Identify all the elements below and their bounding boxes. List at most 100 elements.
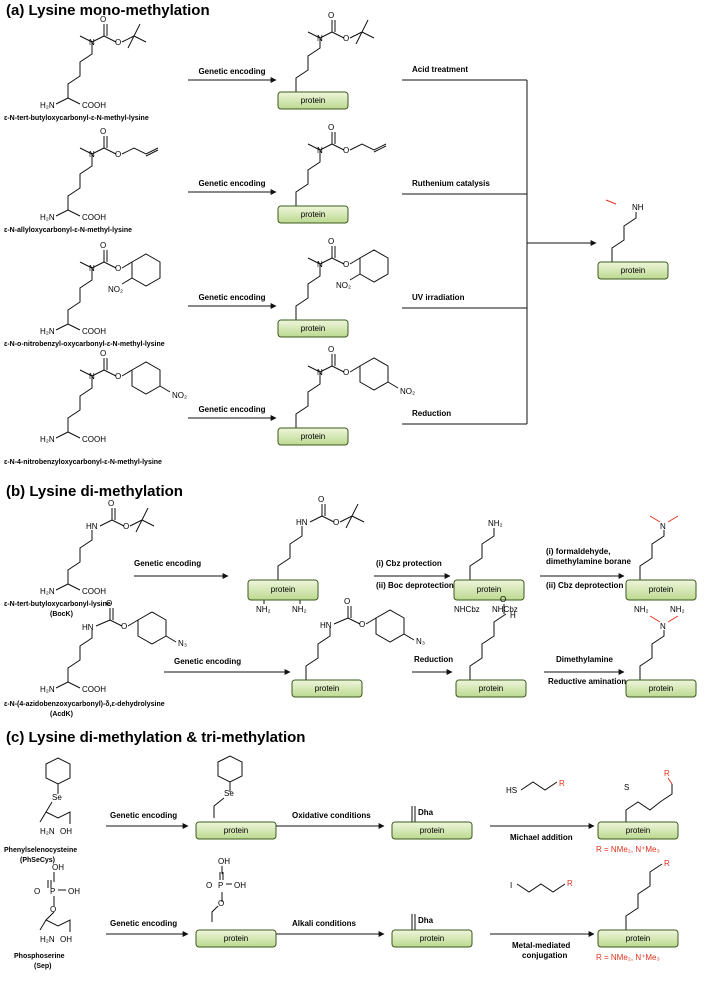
svg-text:protein: protein — [224, 934, 248, 943]
compound-a4 — [55, 358, 171, 439]
r-definition-c1: R = NMe₂, N⁺Me₃ — [596, 845, 660, 854]
svg-text:NH₂: NH₂ — [634, 605, 649, 614]
svg-text:O: O — [343, 368, 349, 377]
svg-text:H₂N: H₂N — [40, 435, 55, 444]
svg-text:OH: OH — [60, 935, 72, 944]
intermediate-c1b — [411, 806, 416, 822]
svg-text:COOH: COOH — [82, 101, 106, 110]
svg-text:O: O — [328, 237, 334, 246]
svg-text:O: O — [123, 522, 129, 531]
svg-text:HN: HN — [86, 522, 98, 531]
svg-text:Genetic encoding: Genetic encoding — [110, 811, 177, 820]
svg-text:protein: protein — [621, 266, 645, 275]
intermediate-a4 — [295, 354, 399, 428]
svg-text:HN: HN — [320, 621, 332, 630]
svg-text:O: O — [50, 905, 56, 914]
treatment-ruthenium: Ruthenium catalysis — [412, 179, 490, 188]
intermediate-b1b — [469, 528, 495, 580]
svg-text:O: O — [100, 241, 106, 250]
compound-c2 — [39, 872, 71, 932]
compound-c1 — [39, 757, 71, 824]
protein-box: protein — [247, 579, 319, 601]
svg-text:HS: HS — [506, 786, 517, 795]
svg-text:dimethylamine borane: dimethylamine borane — [546, 557, 631, 566]
protein-box: protein — [291, 679, 363, 698]
protein-box: protein — [597, 821, 679, 840]
svg-text:H₂N: H₂N — [40, 827, 55, 836]
atom-labels: N O O H₂N COOH N O O N O O H₂N COOH N O … — [34, 11, 685, 944]
svg-text:protein: protein — [224, 826, 248, 835]
name-c1: Phenylselenocysteine — [4, 847, 77, 854]
product-b2 — [639, 615, 679, 680]
intermediate-b1a — [263, 503, 365, 604]
svg-text:NH: NH — [632, 203, 644, 212]
svg-text:protein: protein — [301, 210, 325, 219]
svg-text:H₂N: H₂N — [40, 685, 55, 694]
svg-text:(ii) Boc deprotection: (ii) Boc deprotection — [376, 581, 454, 590]
svg-text:I: I — [510, 881, 512, 890]
svg-text:O: O — [328, 345, 334, 354]
svg-text:N: N — [89, 372, 95, 381]
compound-names: ε-N-tert-butyloxycarbonyl-ε-N-methyl-lys… — [4, 115, 165, 970]
svg-text:Alkali conditions: Alkali conditions — [292, 919, 357, 928]
treatment-reduction: Reduction — [412, 409, 451, 418]
svg-text:O: O — [218, 899, 224, 908]
name-c2: Phosphoserine — [14, 953, 65, 960]
svg-text:O: O — [318, 495, 324, 504]
svg-text:S: S — [624, 783, 629, 792]
svg-text:protein: protein — [420, 826, 444, 835]
protein-boxes: protein protein protein protein protein … — [195, 91, 697, 948]
svg-text:NHCbz: NHCbz — [454, 605, 480, 614]
svg-text:OH: OH — [52, 863, 64, 872]
protein-box: protein — [597, 929, 679, 948]
svg-text:P: P — [218, 881, 223, 890]
svg-text:NH₂: NH₂ — [256, 605, 271, 614]
svg-text:N: N — [660, 622, 666, 631]
svg-text:NO₂: NO₂ — [108, 285, 123, 294]
svg-text:COOH: COOH — [82, 587, 106, 596]
svg-text:Oxidative conditions: Oxidative conditions — [292, 811, 371, 820]
name-b2: ε-N-(4-azidobenzoxycarbonyl)-δ,ε-dehydro… — [4, 701, 165, 708]
reagent-c2 — [516, 883, 566, 893]
protein-box: protein — [277, 319, 349, 338]
svg-text:O: O — [115, 372, 121, 381]
svg-text:Se: Se — [224, 789, 234, 798]
svg-text:Dha: Dha — [418, 808, 434, 817]
svg-text:(i) Cbz protection: (i) Cbz protection — [376, 559, 442, 568]
svg-text:Genetic encoding: Genetic encoding — [134, 559, 201, 568]
svg-text:(i) formaldehyde,: (i) formaldehyde, — [546, 547, 610, 556]
compound-b1 — [55, 507, 155, 591]
svg-text:OH: OH — [68, 887, 80, 896]
svg-text:HN: HN — [82, 623, 94, 632]
svg-text:N: N — [89, 150, 95, 159]
product-b1 — [639, 515, 679, 580]
abbrev-c2: (Sep) — [34, 963, 52, 970]
svg-text:N: N — [317, 34, 323, 43]
r-definition-c2: R = NMe₂, N⁺Me₃ — [596, 953, 660, 962]
protein-box: protein — [277, 205, 349, 224]
abbrev-c1: (PhSeCys) — [20, 857, 55, 864]
svg-text:protein: protein — [649, 684, 673, 693]
svg-text:R: R — [559, 779, 565, 788]
svg-text:COOH: COOH — [82, 435, 106, 444]
svg-text:Se: Se — [52, 793, 62, 802]
svg-text:Dha: Dha — [418, 916, 434, 925]
svg-text:O: O — [359, 620, 365, 629]
svg-text:H₂N: H₂N — [40, 935, 55, 944]
intermediate-c1 — [213, 755, 243, 818]
svg-text:NO₂: NO₂ — [336, 281, 351, 290]
intermediate-b2b — [469, 604, 507, 680]
intermediate-c2 — [211, 866, 232, 922]
name-a2: ε-N-allyloxycarbonyl-ε-N-methyl-lysine — [4, 227, 132, 234]
svg-text:O: O — [328, 123, 334, 132]
svg-text:Reductive amination: Reductive amination — [548, 677, 626, 686]
svg-text:O: O — [115, 38, 121, 47]
intermediate-c2b — [411, 914, 416, 930]
intermediate-b2a — [305, 606, 415, 680]
protein-box: protein — [453, 579, 525, 601]
svg-text:O: O — [100, 15, 106, 24]
svg-text:COOH: COOH — [82, 213, 106, 222]
protein-box: protein — [391, 821, 473, 840]
svg-text:N: N — [89, 38, 95, 47]
svg-text:P: P — [50, 887, 55, 896]
